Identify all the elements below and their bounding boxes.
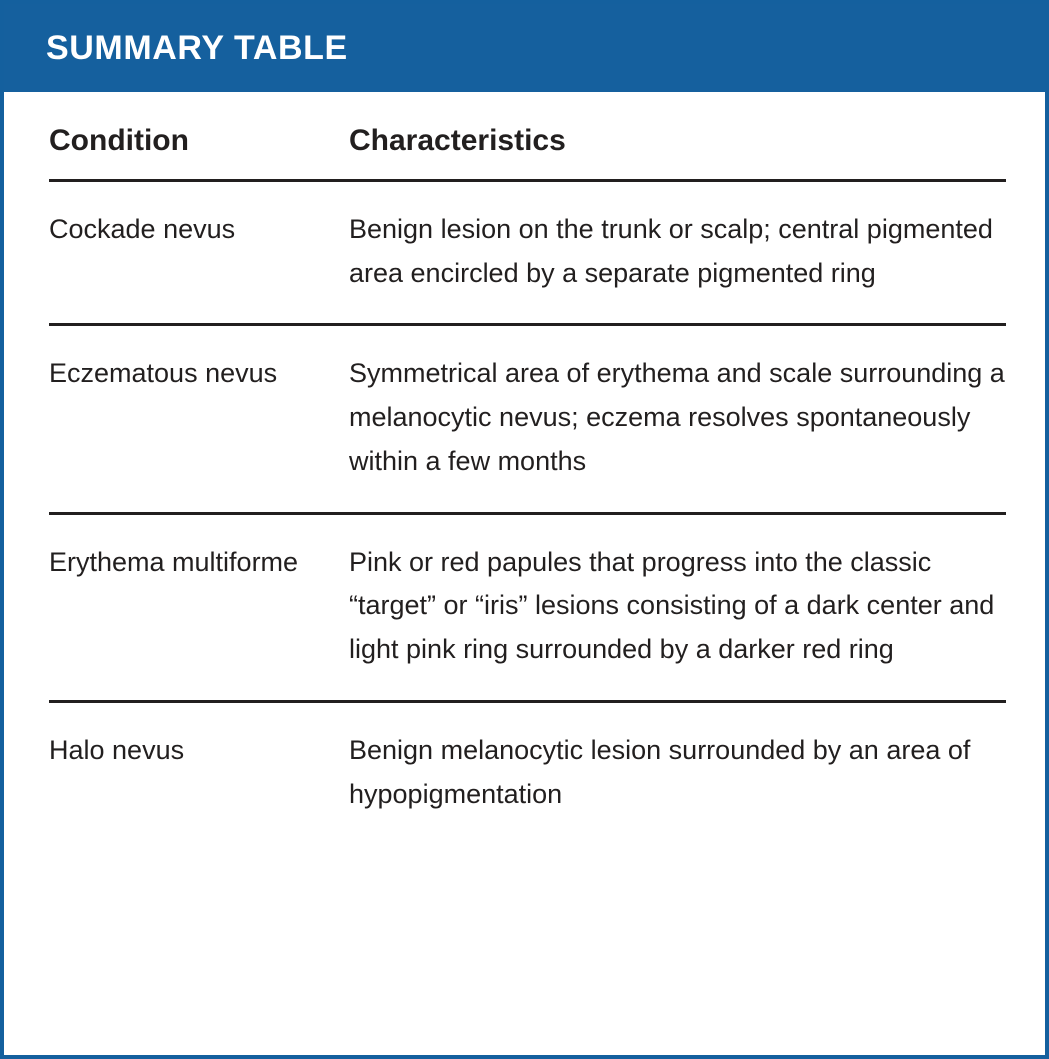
banner-title: SUMMARY TABLE — [46, 29, 348, 67]
header-divider — [49, 179, 1006, 182]
row-characteristics-text: Symmetrical area of erythema and scale s… — [349, 358, 1005, 476]
table-row: Halo nevus Benign melanocytic lesion sur… — [49, 703, 1006, 844]
row-condition-text: Eczematous nevus — [49, 358, 278, 389]
bottom-spacer — [49, 844, 1006, 862]
cell-condition: Cockade nevus — [49, 208, 349, 252]
row-divider — [49, 699, 1006, 703]
cell-characteristics: Benign melanocytic lesion surrounded by … — [349, 729, 1006, 816]
row-condition-text: Erythema multiforme — [49, 546, 299, 577]
header-cell-characteristics: Characteristics — [349, 124, 1006, 157]
row-characteristics-text: Pink or red papules that progress into t… — [349, 546, 995, 665]
cell-characteristics: Pink or red papules that progress into t… — [349, 541, 1006, 672]
cell-condition: Erythema multiforme — [49, 541, 349, 585]
cell-condition: Halo nevus — [49, 729, 349, 773]
table-body: Condition Characteristics Cockade nevus … — [4, 92, 1045, 862]
row-condition-text: Halo nevus — [49, 734, 185, 765]
row-divider — [49, 323, 1006, 327]
table-row: Eczematous nevus Symmetrical area of ery… — [49, 326, 1006, 511]
column-header-condition: Condition — [49, 124, 189, 157]
table-row: Erythema multiforme Pink or red papules … — [49, 515, 1006, 700]
table-header-row: Condition Characteristics — [49, 92, 1006, 179]
row-characteristics-text: Benign melanocytic lesion surrounded by … — [349, 734, 971, 809]
row-divider — [49, 511, 1006, 515]
column-header-characteristics: Characteristics — [349, 124, 566, 157]
row-characteristics-text: Benign lesion on the trunk or scalp; cen… — [349, 214, 993, 288]
table-row: Cockade nevus Benign lesion on the trunk… — [49, 182, 1006, 323]
cell-condition: Eczematous nevus — [49, 352, 349, 396]
row-condition-text: Cockade nevus — [49, 214, 236, 244]
cell-characteristics: Benign lesion on the trunk or scalp; cen… — [349, 208, 1006, 295]
table-banner: SUMMARY TABLE — [4, 4, 1045, 92]
header-cell-condition: Condition — [49, 124, 349, 157]
cell-characteristics: Symmetrical area of erythema and scale s… — [349, 352, 1006, 483]
